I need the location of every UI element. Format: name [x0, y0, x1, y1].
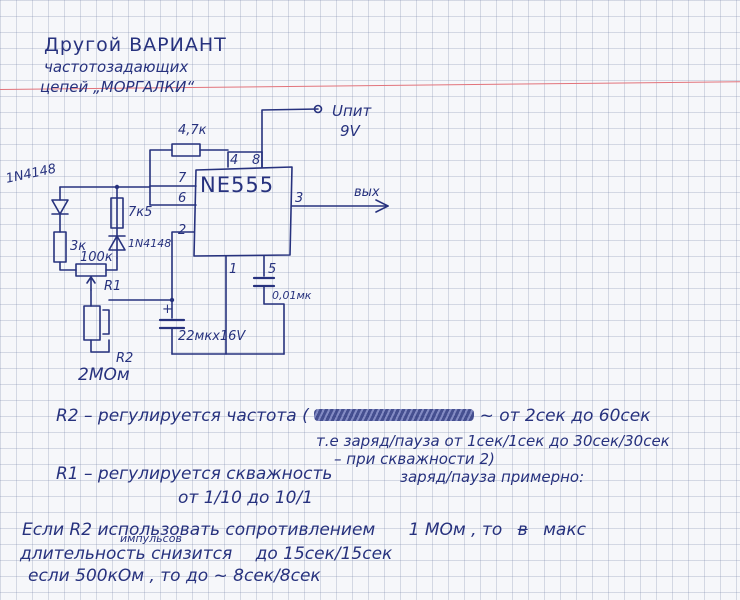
- top-resistor-label: 4,7к: [178, 123, 207, 138]
- note-line-3: – при скважности 2): [334, 450, 495, 468]
- note-r2-range: ~ от 2сек до 60сек: [479, 406, 651, 426]
- resistor-7k5-label: 7к5: [128, 205, 153, 220]
- top-resistor-wire: [149, 149, 229, 187]
- output-arrow: [375, 199, 389, 213]
- note-line-6: Если R2 использовать сопротивлением 1 МО…: [22, 522, 586, 539]
- chip-name: NE555: [200, 173, 275, 197]
- pot-r1-value: 100к: [80, 250, 113, 265]
- chip-body: [193, 166, 293, 257]
- note-line-4b: заряд/пауза примерно:: [400, 468, 585, 486]
- note-struck-word: в: [517, 520, 528, 540]
- note-r2-freq: R2 – регулируется частота (: [56, 406, 309, 426]
- diode-left: [51, 199, 69, 215]
- pin-8-label: 8: [252, 153, 261, 168]
- pin-5-label: 5: [268, 262, 277, 277]
- top-resistor: [171, 143, 201, 157]
- note-decrease: снизится: [151, 544, 233, 564]
- main-capacitor: [158, 318, 186, 330]
- r2-body: [83, 305, 101, 341]
- resistor-7k5: [110, 197, 124, 229]
- pin5-wire2: [263, 285, 285, 355]
- note-15sec: до 15сек/15сек: [255, 544, 393, 564]
- supply-voltage: 9V: [340, 122, 360, 140]
- left-branch-wire3: [59, 261, 77, 271]
- supply-terminal: [313, 104, 323, 114]
- note-line-7: длительность снизится до 15сек/15сек: [20, 546, 392, 563]
- supply-wire: [261, 108, 319, 168]
- pin-1-label: 1: [229, 262, 238, 277]
- title-line-1: Другой ВАРИАНТ: [44, 34, 227, 56]
- pin-7-label: 7: [178, 171, 187, 186]
- note-max: макс: [543, 520, 586, 540]
- r2-bottom: [90, 339, 110, 353]
- note-pulses-insert: импульсов: [120, 532, 182, 545]
- resistor-3k: [53, 231, 67, 263]
- title-line-3: цепей „МОРГАЛКИ“: [40, 78, 195, 96]
- pin-3-label: 3: [295, 191, 304, 206]
- note-line-2: т.е заряд/пауза от 1сек/1сек до 30сек/30…: [316, 432, 670, 450]
- pot-r1-right: [105, 257, 118, 271]
- note-line-1: R2 – регулируется частота ( ~ от 2сек до…: [56, 408, 651, 425]
- main-cap-label: 22мкх16V: [178, 329, 246, 344]
- pin-4-label: 4: [230, 153, 239, 168]
- note-line-4a: R1 – регулируется скважность: [56, 464, 333, 484]
- pot-r1-name: R1: [104, 279, 122, 294]
- note-r2-1mohm: 1 МОм , то: [408, 520, 503, 540]
- small-cap-label: 0,01мк: [272, 289, 312, 302]
- pin-6-label: 6: [178, 191, 187, 206]
- pot-r1-wiper: [86, 276, 96, 291]
- pin-2-label: 2: [178, 223, 187, 238]
- resistor-3k-label: 3к: [70, 239, 87, 254]
- small-capacitor: [252, 276, 276, 288]
- node-pin6: [114, 184, 120, 190]
- title-line-2: частотозадающих: [44, 58, 189, 76]
- pin6-wire: [59, 185, 197, 259]
- diode-right-label: 1N4148: [128, 237, 172, 250]
- diode-right: [108, 235, 126, 251]
- r2-value: 2МОм: [78, 365, 130, 385]
- note-r2-use: Если R2 использовать сопротивлением: [22, 520, 376, 540]
- r2-arrow: [102, 309, 110, 335]
- pin2-wire: [171, 231, 195, 301]
- main-cap-plus: +: [162, 302, 173, 317]
- scribble-out: [314, 409, 475, 421]
- supply-label: Uпит: [332, 102, 372, 120]
- note-line-8: если 500кОм , то до ~ 8сек/8сек: [28, 566, 321, 586]
- note-duration: длительность: [20, 544, 146, 564]
- pot-r1: [75, 263, 107, 277]
- output-label: вых: [354, 185, 380, 200]
- note-line-5: от 1/10 до 10/1: [178, 488, 314, 508]
- r2-name: R2: [116, 351, 134, 366]
- pin4-wire: [227, 151, 263, 168]
